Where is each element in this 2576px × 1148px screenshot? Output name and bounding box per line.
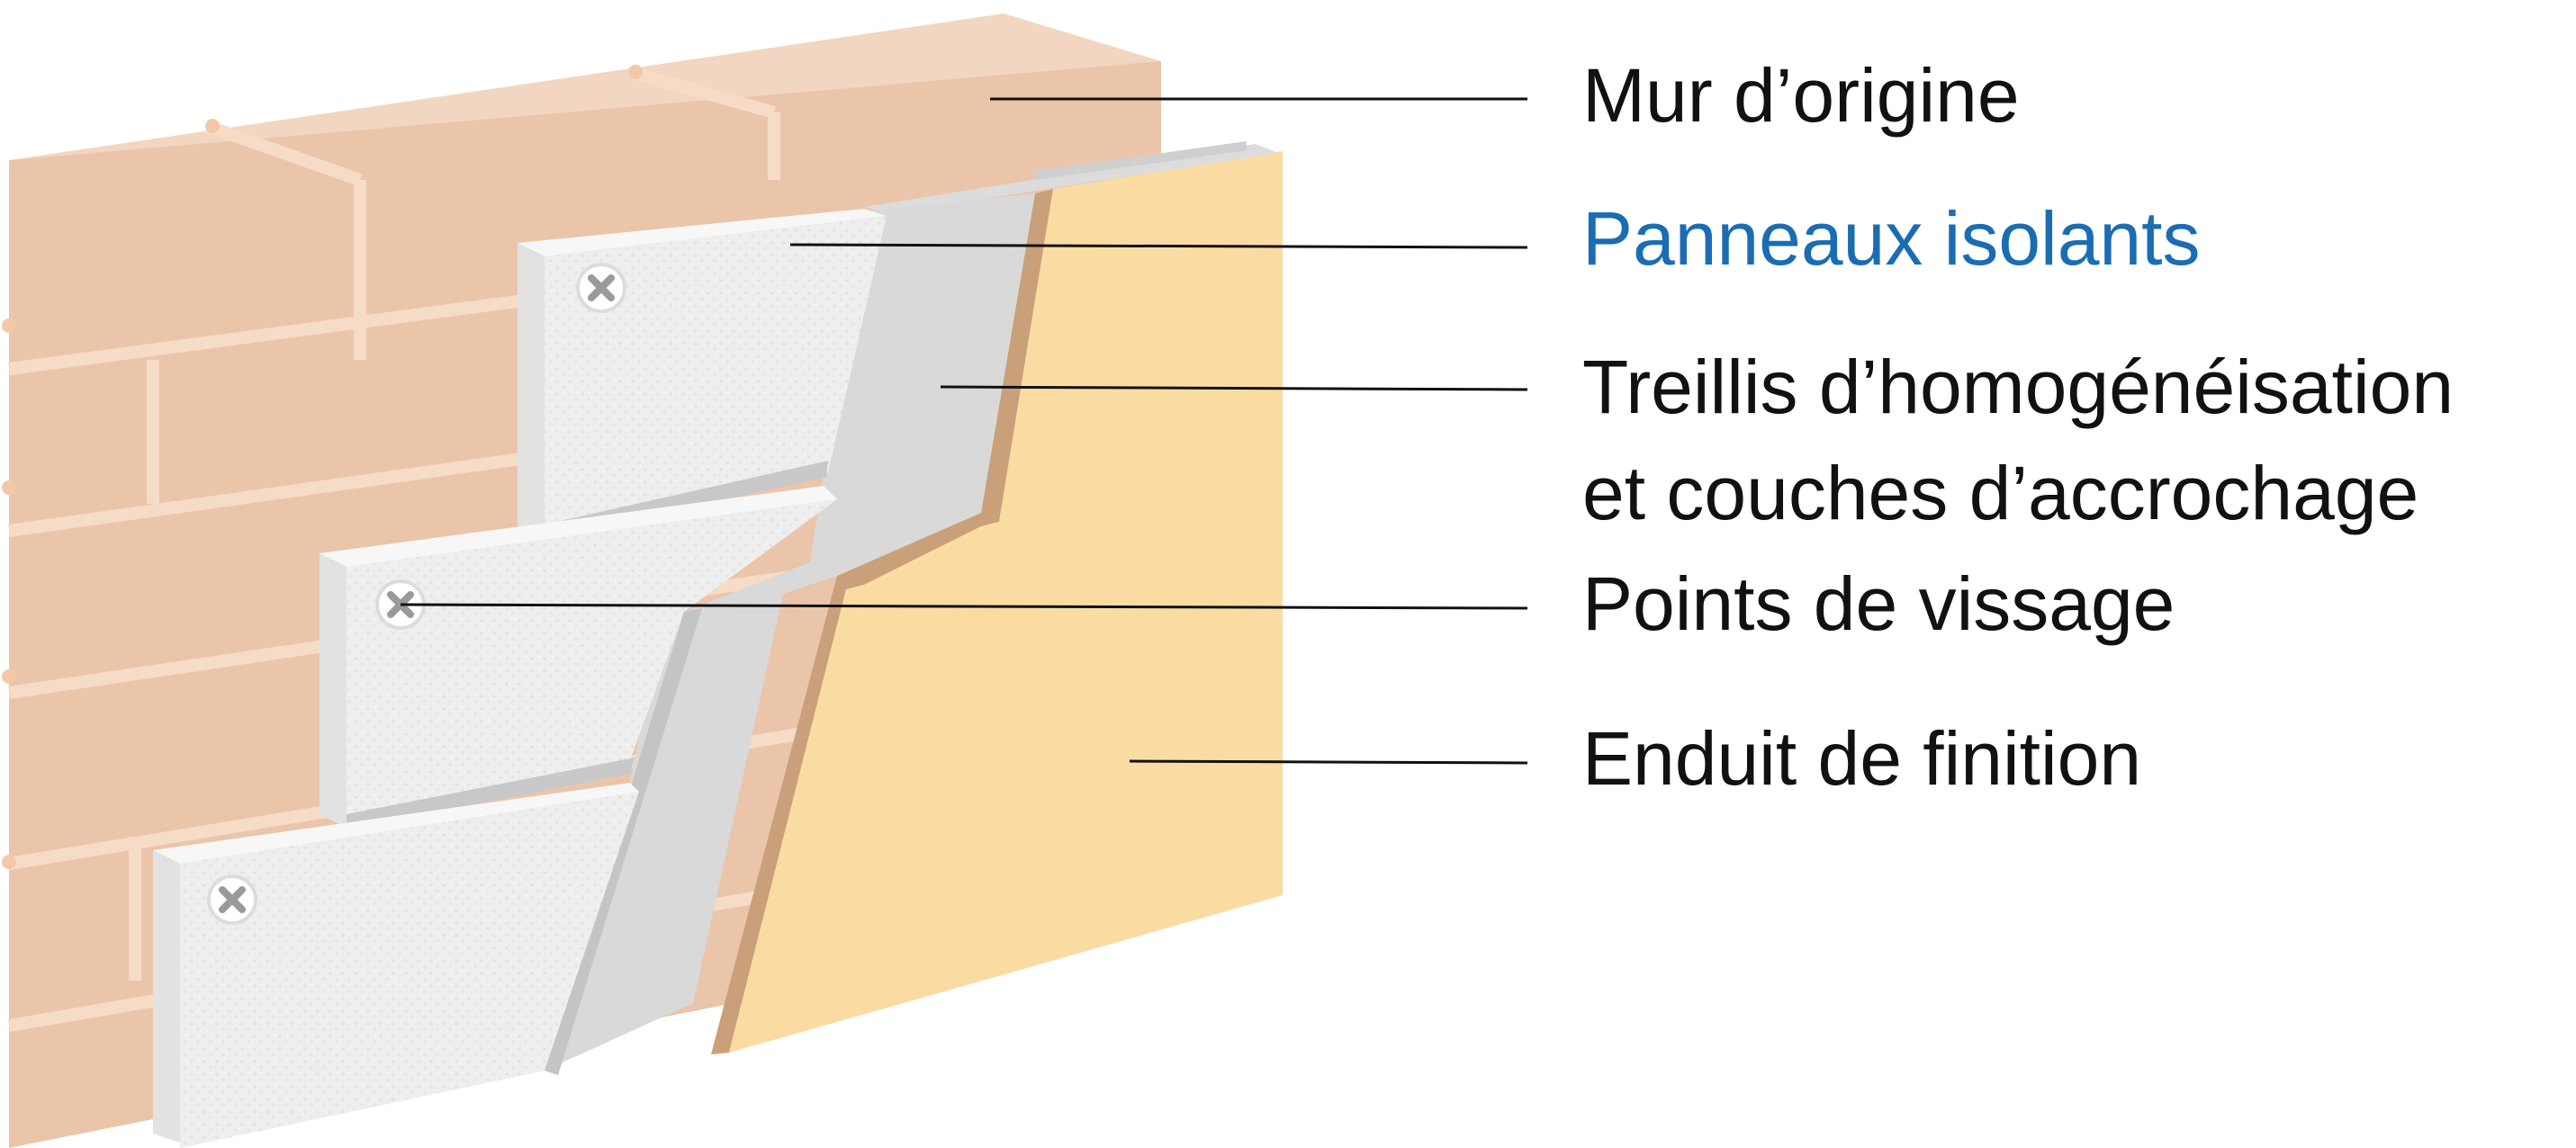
panel-1-top (518, 209, 887, 256)
label-treillis-line2: et couches d’accrochage (1582, 451, 2419, 535)
panel-2-face (347, 499, 837, 828)
mesh-top (864, 144, 1278, 214)
panel-1-face (545, 216, 887, 538)
insulation-panels (153, 209, 887, 1148)
leader-line-treillis (940, 385, 1528, 391)
label-mur-origine: Mur d’origine (1582, 53, 2020, 138)
render-face (729, 151, 1283, 1053)
mesh-face (545, 193, 1035, 1071)
leader-line-enduit (1129, 759, 1528, 765)
screw-icon (207, 874, 257, 925)
label-panneaux-isolants: Panneaux isolants (1582, 196, 2201, 281)
mesh-layer (545, 141, 1278, 1075)
mesh-edge-shadow (545, 608, 702, 1075)
leader-line-vissage (400, 603, 1528, 610)
label-points-vissage: Points de vissage (1582, 561, 2175, 646)
panel-3-face (180, 792, 639, 1148)
panel-3-top (153, 783, 639, 864)
render-edge (711, 189, 1053, 1054)
panel-1-side (518, 243, 545, 538)
panel-2-top (320, 486, 837, 567)
screw-icon (576, 263, 626, 313)
leader-line-panneaux (789, 243, 1528, 249)
panel-2-side (320, 553, 347, 828)
leader-lines (400, 97, 1528, 765)
panel-3-side (153, 850, 180, 1143)
panel-2-gap (347, 758, 635, 830)
label-treillis-line1: Treillis d’homogénéisation (1582, 345, 2454, 429)
brick-mortar-dots (2, 65, 643, 869)
label-enduit-finition: Enduit de finition (1582, 716, 2142, 801)
render-layer (711, 151, 1283, 1054)
